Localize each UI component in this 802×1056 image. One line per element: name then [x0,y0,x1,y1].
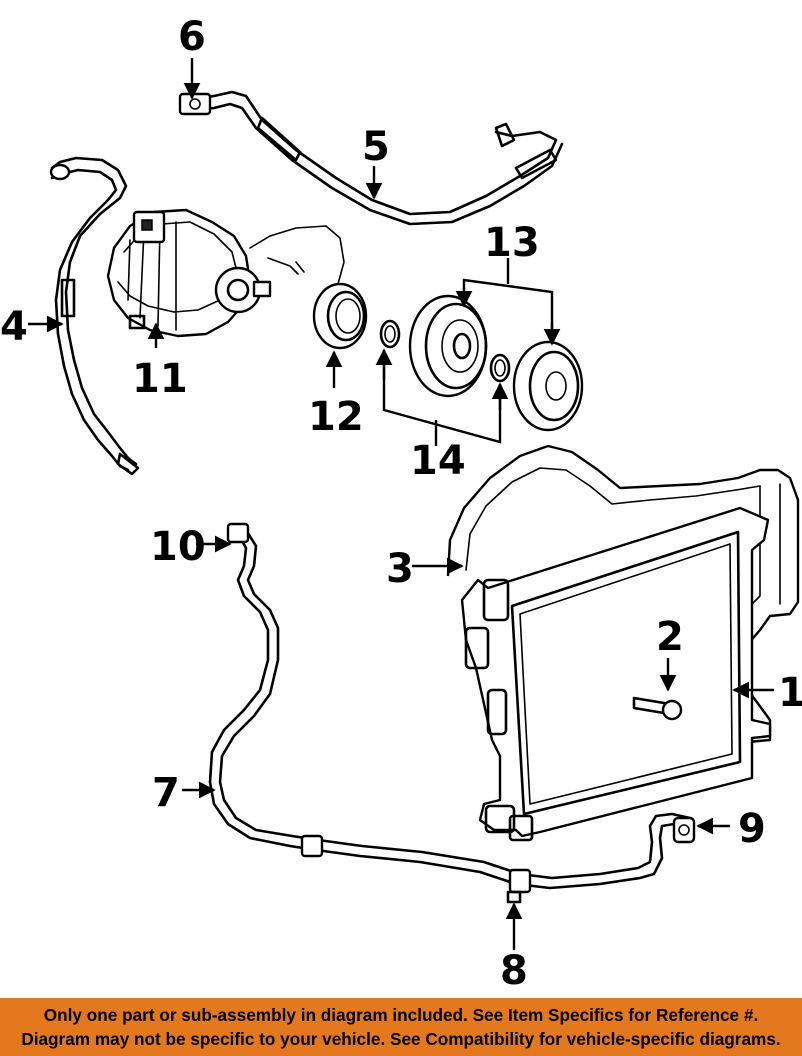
suction-line [49,156,140,476]
callout-2: 2 [656,614,684,660]
condenser [460,506,772,842]
clutch-pulley [408,294,488,398]
field-coil [312,282,368,350]
callout-12: 12 [308,394,364,440]
callout-brackets [382,258,554,446]
callout-6: 6 [178,14,206,60]
callout-11: 11 [132,356,188,402]
callout-13: 13 [484,220,540,266]
callout-3: 3 [386,546,414,592]
compressor [106,208,345,338]
snap-rings [379,319,511,383]
disclaimer-line-2: Diagram may not be specific to your vehi… [21,1029,781,1049]
callout-4: 4 [0,304,28,350]
callout-9: 9 [738,806,766,852]
callout-5: 5 [362,124,390,170]
callout-labels: 6 5 13 4 11 12 14 10 3 2 1 7 9 8 [0,14,802,994]
disclaimer-banner: Only one part or sub-assembly in diagram… [0,998,802,1056]
clutch-hub [512,340,584,432]
disclaimer-line-1: Only one part or sub-assembly in diagram… [43,1005,759,1025]
liquid-line [208,522,696,904]
callout-10: 10 [150,524,206,570]
leader-arrows [28,58,774,950]
callout-8: 8 [500,948,528,994]
bracket-screw [632,696,683,721]
callout-7: 7 [152,770,180,816]
callout-1: 1 [778,670,802,716]
parts-diagram: 6 5 13 4 11 12 14 10 3 2 1 7 9 8 [0,14,802,994]
callout-14: 14 [410,438,466,484]
